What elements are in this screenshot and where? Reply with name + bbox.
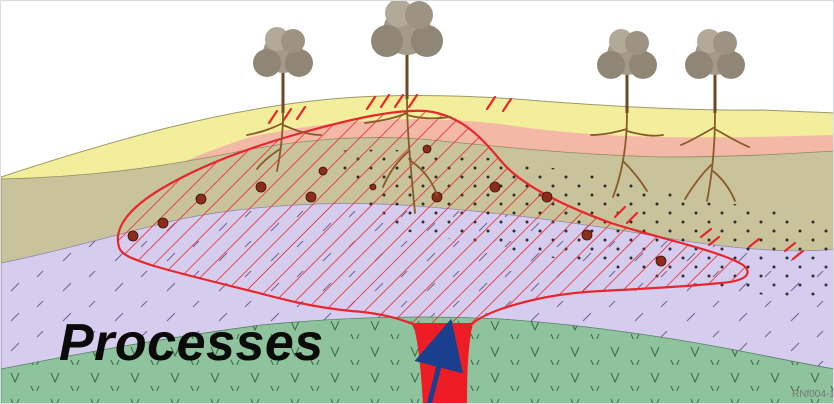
caption-processes: Processes [59, 317, 324, 369]
nodule [319, 167, 327, 175]
nodule [128, 231, 138, 241]
nodule [256, 182, 266, 192]
nodule [370, 184, 376, 190]
nodule [542, 192, 552, 202]
nodule [196, 194, 206, 204]
nodule [656, 256, 666, 266]
nodule [490, 182, 500, 192]
nodule [306, 192, 316, 202]
nodule [158, 218, 168, 228]
nodule [582, 230, 592, 240]
nodule [423, 145, 431, 153]
figure-code: RNf004-1 [792, 389, 834, 400]
